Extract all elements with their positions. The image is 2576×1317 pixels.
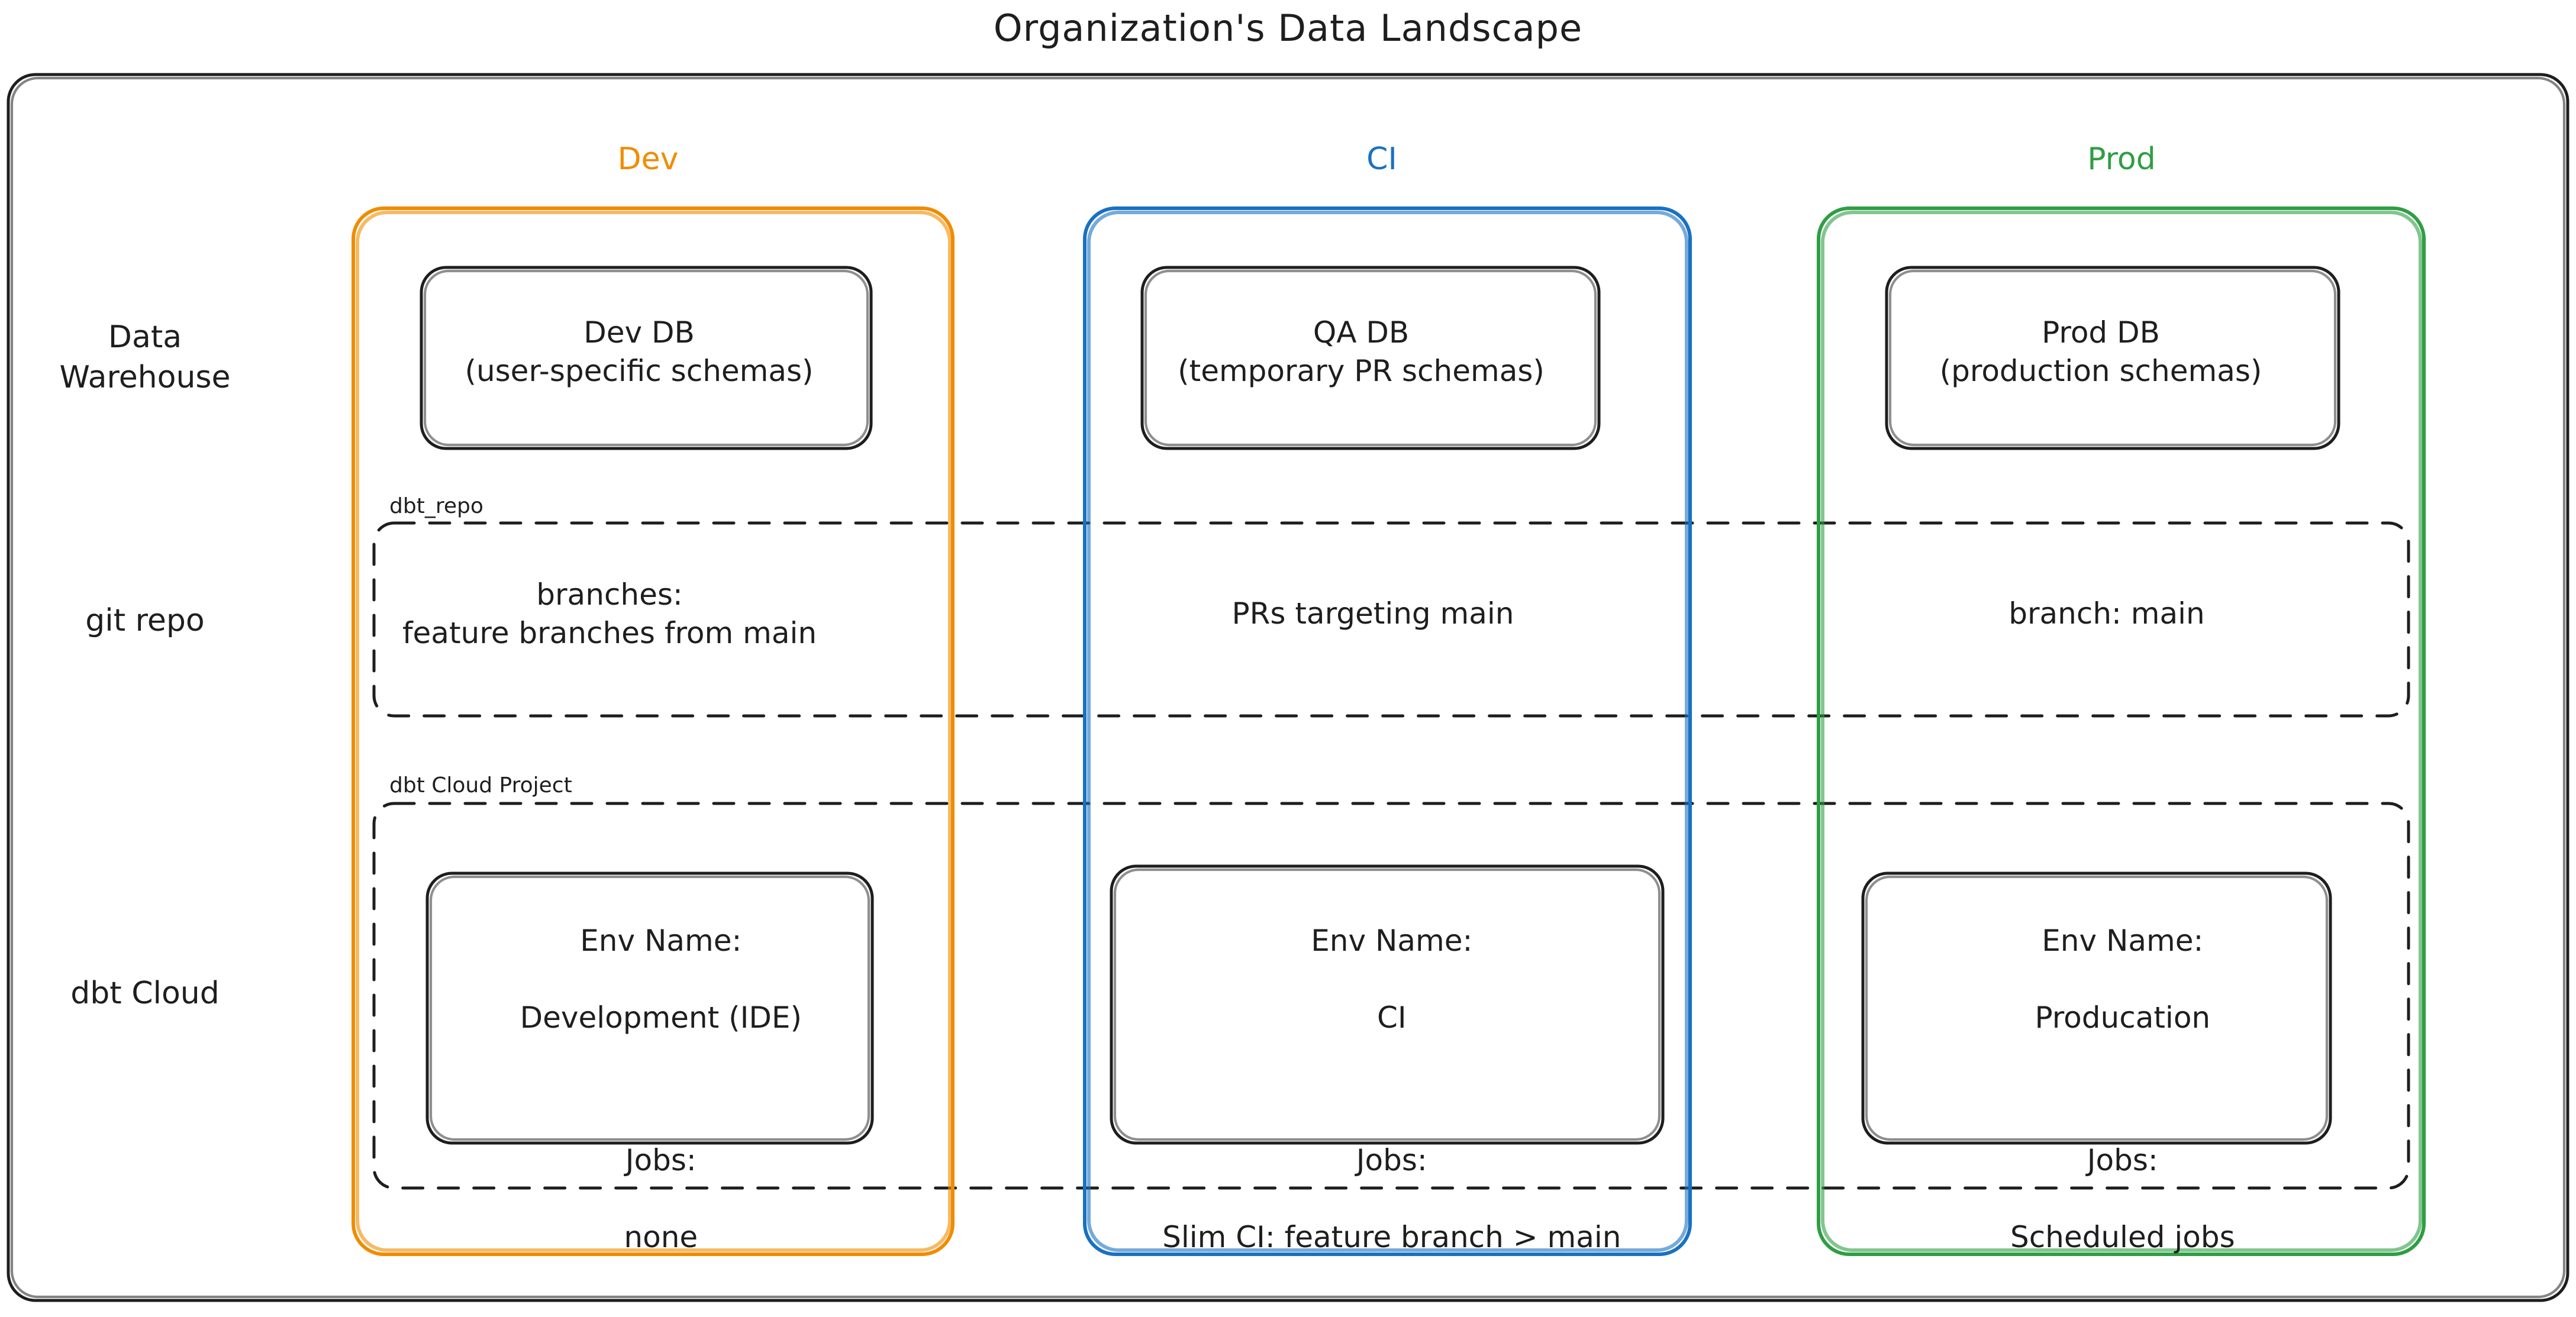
box-dbt-dev [425, 871, 874, 1145]
box-dbt-ci [1110, 864, 1665, 1145]
box-dw-dev [420, 266, 873, 450]
column-container-dev [352, 206, 955, 1256]
column-container-ci [1083, 206, 1692, 1256]
column-container-prod [1817, 206, 2426, 1256]
box-dbt-prod [1861, 871, 2332, 1145]
group-dbt-cloud-project-outline [372, 802, 2410, 1190]
box-dw-ci [1140, 266, 1601, 450]
box-dw-prod [1885, 266, 2340, 450]
outer-frame [7, 73, 2569, 1302]
group-dbt-repo-outline [372, 521, 2410, 718]
